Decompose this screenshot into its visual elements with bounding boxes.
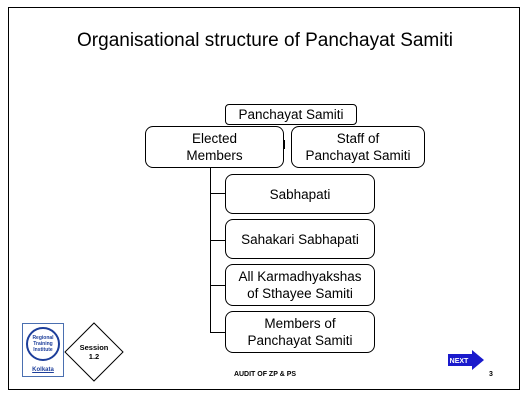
- logo-line-1: Regional: [32, 335, 54, 341]
- logo-line-3: Institute: [33, 347, 53, 353]
- staff-box: Staff of Panchayat Samiti: [291, 126, 425, 168]
- connector-branch-4: [210, 332, 225, 333]
- session-line-1: Session: [79, 343, 109, 352]
- member-label-karmadhyakshas-1: All Karmadhyakshas: [238, 269, 362, 284]
- connector-branch-2: [210, 240, 225, 241]
- member-box-sabhapati: Sabhapati: [225, 174, 375, 214]
- connector-branch-3: [210, 285, 225, 286]
- next-arrow-icon: [448, 350, 484, 370]
- slide-title: Organisational structure of Panchayat Sa…: [77, 30, 453, 51]
- panchayat-samiti-label: Panchayat Samiti: [238, 107, 344, 122]
- connector-members-trunk: [210, 167, 211, 333]
- member-label-sabhapati: Sabhapati: [269, 186, 331, 202]
- logo-line-2: Training: [33, 341, 53, 347]
- member-label-members-2: Panchayat Samiti: [247, 333, 353, 348]
- member-box-karmadhyakshas: All Karmadhyakshas of Sthayee Samiti: [225, 264, 375, 306]
- member-box-members: Members of Panchayat Samiti: [225, 311, 375, 353]
- connector-root-to-level1: [284, 140, 285, 149]
- staff-line-1: Staff of: [336, 131, 380, 146]
- session-label: Session 1.2: [70, 343, 118, 361]
- member-label-karmadhyakshas-2: of Sthayee Samiti: [247, 286, 353, 301]
- member-label-members-1: Members of: [264, 316, 336, 331]
- page-number: 3: [489, 371, 493, 378]
- footer-text: AUDIT OF ZP & PS: [233, 371, 297, 378]
- staff-line-2: Panchayat Samiti: [305, 148, 411, 163]
- elected-members-box: Elected Members: [145, 126, 284, 168]
- elected-members-line-2: Members: [186, 148, 243, 163]
- logo-city: Kolkata: [32, 367, 54, 373]
- panchayat-samiti-box: Panchayat Samiti: [225, 104, 357, 125]
- member-box-sahakari-sabhapati: Sahakari Sabhapati: [225, 219, 375, 259]
- connector-branch-1: [210, 193, 225, 194]
- elected-members-line-1: Elected: [191, 131, 237, 146]
- next-arrow-button[interactable]: NEXT: [448, 350, 484, 370]
- slide-frame: [8, 7, 520, 390]
- next-label: NEXT: [450, 358, 469, 365]
- session-line-2: 1.2: [88, 352, 100, 361]
- rti-logo-emblem: Regional Training Institute: [26, 327, 60, 361]
- member-label-sahakari-sabhapati: Sahakari Sabhapati: [241, 231, 359, 247]
- rti-logo: Regional Training Institute Kolkata: [22, 323, 64, 377]
